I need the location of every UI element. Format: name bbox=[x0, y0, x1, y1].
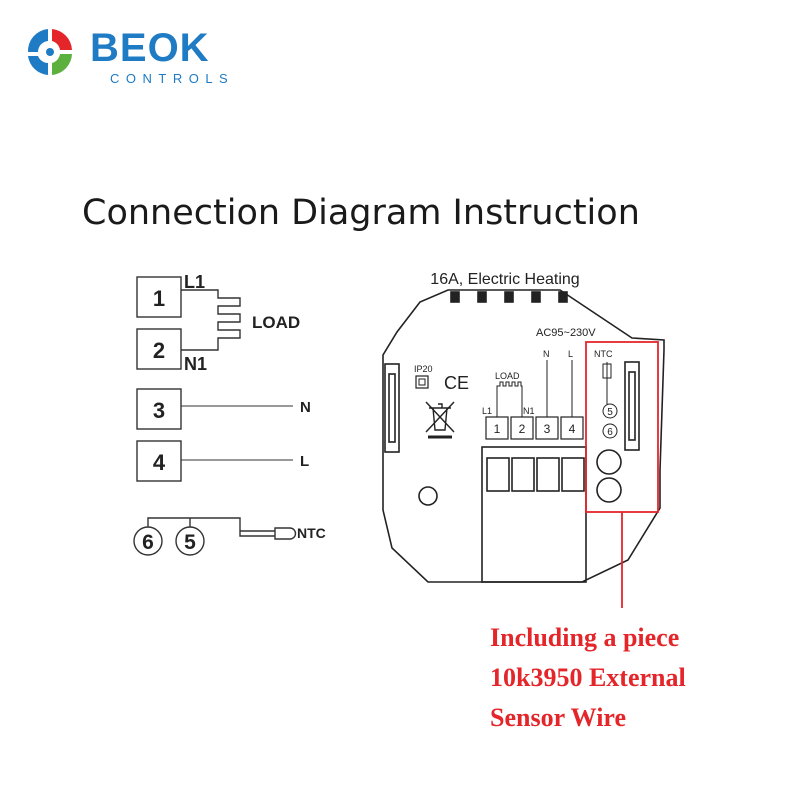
beok-logo-icon bbox=[27, 29, 72, 75]
sensor-wire-note: Including a piece 10k3950 External Senso… bbox=[490, 618, 790, 738]
device-n-label: N bbox=[543, 349, 550, 359]
ce-mark: CE bbox=[444, 373, 469, 393]
terminal-screw-slot bbox=[486, 457, 510, 492]
ip20-symbol bbox=[415, 375, 429, 389]
device-l-label: L bbox=[568, 349, 573, 359]
sensor-terminal-6: 6 bbox=[142, 531, 154, 554]
device-screw-hole bbox=[418, 486, 438, 506]
brand-name: BEOK bbox=[90, 26, 210, 70]
device-ntc-terminal-5-circle bbox=[602, 403, 618, 419]
device-right-latch-inner bbox=[628, 371, 636, 441]
page-title: Connection Diagram Instruction bbox=[82, 193, 640, 233]
note-line-1: Including a piece bbox=[490, 623, 680, 652]
terminal-screw-slot bbox=[561, 457, 585, 492]
ip-rating: IP20 bbox=[414, 364, 433, 374]
device-right-latch bbox=[624, 361, 640, 451]
wiring-terminal-1: 1 bbox=[153, 286, 165, 311]
device-top-tab bbox=[450, 291, 460, 303]
device-ntc-label: NTC bbox=[594, 349, 613, 359]
device-top-tab bbox=[504, 291, 514, 303]
device-top-tab bbox=[531, 291, 541, 303]
logo-arc-green bbox=[52, 54, 72, 75]
device-l1-label: L1 bbox=[482, 406, 492, 416]
device-load-coil bbox=[496, 381, 523, 417]
device-terminal-1: 1 bbox=[494, 422, 501, 436]
device-left-latch-inner bbox=[388, 373, 396, 443]
load-label: LOAD bbox=[252, 313, 300, 332]
device-terminal-2: 2 bbox=[519, 422, 526, 436]
load-coil-wire bbox=[181, 289, 241, 351]
ntc-screw-terminal bbox=[596, 449, 622, 475]
device-terminal-4: 4 bbox=[569, 422, 576, 436]
logo-center-dot bbox=[46, 48, 54, 56]
terminal-screw-slot bbox=[536, 457, 560, 492]
brand-logo: BEOK CONTROLS bbox=[18, 22, 258, 86]
wiring-terminal-box-4 bbox=[136, 440, 182, 482]
note-line-2: 10k3950 External bbox=[490, 663, 686, 692]
brand-tagline: CONTROLS bbox=[110, 71, 235, 86]
logo-arc-blue-bottom bbox=[28, 56, 48, 75]
terminal-screw-slot bbox=[511, 457, 535, 492]
device-terminal-3: 3 bbox=[544, 422, 551, 436]
wiring-terminal-box-2 bbox=[136, 328, 182, 370]
device-top-tab bbox=[558, 291, 568, 303]
ntc-label: NTC bbox=[297, 525, 326, 541]
n-label: N bbox=[300, 399, 311, 416]
terminal-block bbox=[481, 446, 587, 583]
ntc-screw-terminal bbox=[596, 477, 622, 503]
device-outline bbox=[382, 289, 665, 583]
sensor-wire bbox=[147, 517, 275, 537]
weee-bin-icon bbox=[425, 401, 455, 439]
wiring-legend bbox=[133, 276, 297, 556]
device-left-latch bbox=[384, 363, 400, 453]
device-load-label: LOAD bbox=[495, 371, 520, 381]
device-top-tab bbox=[477, 291, 487, 303]
sensor-terminal-5: 5 bbox=[184, 531, 196, 554]
ntc-probe bbox=[274, 527, 297, 540]
logo-arc-red bbox=[52, 29, 72, 50]
device-n1-label: N1 bbox=[523, 406, 535, 416]
device-ntc-terminal-6-circle bbox=[602, 423, 618, 439]
device-rating: 16A, Electric Heating bbox=[430, 271, 579, 288]
device-labels: AC95~230V IP20 CE LOAD L1 N1 N L NTC 1 2… bbox=[414, 327, 613, 438]
wiring-terminal-box-1 bbox=[136, 276, 182, 318]
wiring-legend-labels: 1 2 3 4 L1 N1 LOAD N L 6 5 NTC bbox=[142, 272, 326, 554]
device-housing bbox=[382, 289, 665, 583]
wiring-terminal-2: 2 bbox=[153, 338, 165, 363]
device-voltage: AC95~230V bbox=[536, 327, 596, 339]
n1-label: N1 bbox=[184, 354, 207, 374]
note-line-3: Sensor Wire bbox=[490, 703, 627, 732]
device-ntc-terminal-5: 5 bbox=[607, 407, 613, 418]
l1-label: L1 bbox=[184, 272, 205, 292]
device-ntc-terminal-6: 6 bbox=[607, 427, 613, 438]
logo-arc-blue-top bbox=[27, 29, 48, 52]
device-ntc-probe bbox=[602, 363, 612, 379]
l-label: L bbox=[300, 453, 309, 470]
wiring-terminal-box-3 bbox=[136, 388, 182, 430]
wiring-terminal-4: 4 bbox=[153, 450, 166, 475]
wiring-terminal-3: 3 bbox=[153, 398, 165, 423]
ip20-symbol-inner bbox=[418, 378, 426, 386]
